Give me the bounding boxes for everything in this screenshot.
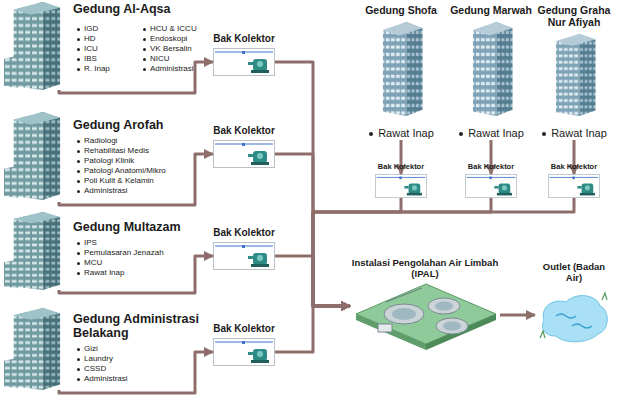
collector-tank: Bak Kolektor	[213, 242, 275, 270]
building-node: Gedung MultazamIPSPemulasaran JenazahMCU…	[2, 210, 212, 290]
unit-item: Gizi	[76, 344, 128, 354]
unit-item: IGD	[76, 24, 110, 34]
flow-pipe	[59, 256, 213, 293]
unit-item: Rawat Inap	[76, 268, 164, 278]
collector-tank: Bak Kolektor	[213, 338, 275, 366]
flow-pipe	[313, 198, 401, 306]
flow-pipe	[275, 306, 350, 352]
unit-item: NICU	[142, 54, 197, 64]
unit-item: Administrasi	[142, 64, 197, 74]
unit-item: IPS	[76, 238, 164, 248]
unit-item: Rawat Inap	[368, 127, 434, 139]
tank-label: Bak Kolektor	[193, 323, 295, 335]
building-title: Gedung Shofa	[356, 4, 446, 16]
unit-item: Radiologi	[76, 136, 166, 146]
unit-item: VK Bersalin	[142, 44, 197, 54]
unit-list: GiziLaundryCSSDAdministrasi	[76, 344, 128, 384]
flow-pipe	[313, 198, 574, 306]
unit-item: HCU & ICCU	[142, 24, 197, 34]
building-title: Gedung Graha Nur Afiyah	[532, 4, 616, 28]
tank-label: Bak Kolektor	[528, 162, 617, 172]
unit-item: R. Inap	[76, 64, 110, 74]
collector-tank: Bak Kolektor	[548, 174, 600, 198]
unit-item: Patologi Anatomi/Mikro	[76, 166, 166, 176]
building-node: Gedung Administrasi BelakangGiziLaundryC…	[2, 306, 212, 390]
facility-title-line: Instalasi Pengolahan Air Limbah (IPAL)	[350, 258, 500, 280]
unit-item: CSSD	[76, 364, 128, 374]
unit-item: Patologi Klinik	[76, 156, 166, 166]
facility-title-line: Outlet (Badan Air)	[535, 262, 613, 284]
facility-title: Instalasi Pengolahan Air Limbah (IPAL)	[350, 258, 500, 280]
flow-pipe	[59, 154, 213, 205]
unit-list: IGDHDICUIBSR. Inap	[76, 24, 110, 74]
flow-pipe	[59, 62, 213, 93]
unit-item: Laundry	[76, 354, 128, 364]
tank-label: Bak Kolektor	[445, 162, 537, 172]
flow-pipe	[500, 314, 535, 317]
unit-item-row: Rawat Inap	[360, 126, 442, 140]
tank-label: Bak Kolektor	[355, 162, 447, 172]
tank-label: Bak Kolektor	[193, 33, 295, 45]
unit-item: MCU	[76, 258, 164, 268]
unit-item: Pemulasaran Jenazah	[76, 248, 164, 258]
collector-tank: Bak Kolektor	[465, 174, 517, 198]
building-title: Gedung Multazam	[73, 220, 208, 234]
facility-node: Outlet (Badan Air)	[535, 262, 613, 350]
collector-tank: Bak Kolektor	[213, 140, 275, 168]
unit-list: RadiologiRehabilitasi MedisPatologi Klin…	[76, 136, 166, 196]
unit-item: Poli Kulit & Kelamin	[76, 176, 166, 186]
unit-item: Rehabilitasi Medis	[76, 146, 166, 156]
collector-tank: Bak Kolektor	[375, 174, 427, 198]
unit-list: IPSPemulasaran JenazahMCURawat Inap	[76, 238, 164, 278]
building-title: Gedung Arofah	[73, 118, 208, 132]
unit-item: Endoskopi	[142, 34, 197, 44]
building-node: Gedung Graha Nur AfiyahRawat Inap	[536, 4, 612, 140]
unit-item: Administrasi	[76, 186, 166, 196]
unit-item: Administrasi	[76, 374, 128, 384]
unit-item-row: Rawat Inap	[536, 126, 612, 140]
unit-item: ICU	[76, 44, 110, 54]
facility-title: Outlet (Badan Air)	[535, 262, 613, 284]
unit-list: HCU & ICCUEndoskopiVK BersalinNICUAdmini…	[142, 24, 197, 74]
unit-item-row: Rawat Inap	[450, 126, 532, 140]
ipal-plant	[356, 284, 496, 350]
unit-item: Rawat Inap	[458, 127, 524, 139]
flow-pipe	[313, 198, 491, 306]
unit-item: Rawat Inap	[541, 127, 607, 139]
water-body	[540, 293, 607, 342]
building-node: Gedung MarwahRawat Inap	[450, 4, 532, 140]
building-title: Gedung Marwah	[446, 4, 536, 16]
facility-node: Instalasi Pengolahan Air Limbah (IPAL)	[350, 258, 500, 350]
flow-pipe	[59, 352, 213, 393]
building-node: Gedung Al-AqsaIGDHDICUIBSR. Inap HCU & IC…	[2, 2, 212, 90]
unit-item: IBS	[76, 54, 110, 64]
building-node: Gedung ArofahRadiologiRehabilitasi Medis…	[2, 110, 212, 202]
unit-item: HD	[76, 34, 110, 44]
building-title: Gedung Administrasi Belakang	[73, 312, 208, 341]
building-node: Gedung ShofaRawat Inap	[360, 4, 442, 140]
tank-label: Bak Kolektor	[193, 125, 295, 137]
tank-label: Bak Kolektor	[193, 227, 295, 239]
building-title: Gedung Al-Aqsa	[73, 2, 208, 16]
collector-tank: Bak Kolektor	[213, 48, 275, 76]
